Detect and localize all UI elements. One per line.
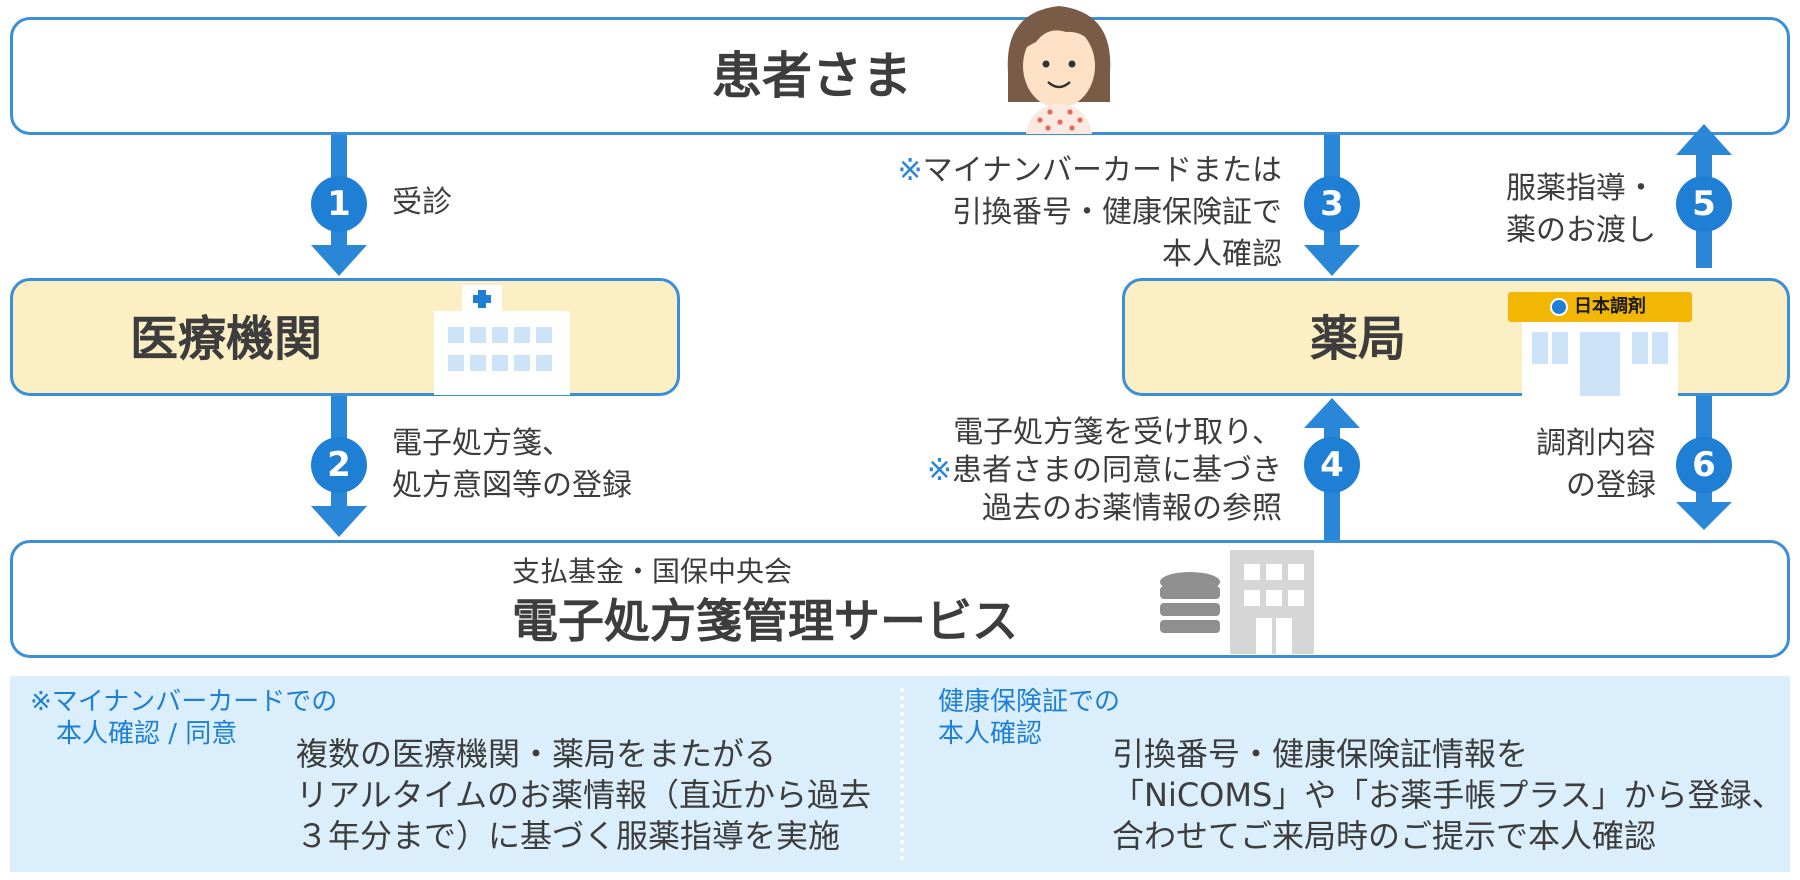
step-5-number: 5 bbox=[1676, 176, 1732, 232]
patient-box bbox=[10, 17, 1790, 135]
step-2-label-line-2: 処方意図等の登録 bbox=[392, 468, 632, 503]
arrow-5-head bbox=[1676, 124, 1732, 155]
notes-right-body-line-2: 「NiCOMS」や「お薬手帳プラス」から登録、 bbox=[1112, 776, 1784, 814]
notes-left-title-line-2: 本人確認 / 同意 bbox=[56, 719, 238, 749]
step-6-label-line-1: 調剤内容 bbox=[1536, 426, 1656, 461]
arrow-1-head bbox=[311, 245, 367, 276]
pharmacy-sign-text: 日本調剤 bbox=[1574, 296, 1646, 317]
notes-right-title-line-2: 本人確認 bbox=[938, 719, 1043, 749]
notes-right-body-line-3: 合わせてご来局時のご提示で本人確認 bbox=[1112, 817, 1657, 855]
notes-left-title-line-1: ※マイナンバーカードでの bbox=[30, 687, 338, 717]
notes-divider bbox=[900, 688, 904, 860]
notes-left-body-line-3: ３年分まで）に基づく服薬指導を実施 bbox=[296, 817, 841, 855]
arrow-2-head bbox=[311, 506, 367, 537]
step-4-number: 4 bbox=[1304, 437, 1360, 493]
pharmacy-window bbox=[1552, 332, 1568, 364]
step-4-label-line-3: 過去のお薬情報の参照 bbox=[982, 491, 1282, 526]
step-4-note-mark: ※ bbox=[926, 453, 952, 488]
notes-right-body-line-1: 引換番号・健康保険証情報を bbox=[1112, 735, 1529, 773]
hospital-building-icon bbox=[434, 285, 570, 395]
arrow-3-head bbox=[1304, 245, 1360, 276]
notes-right-title-line-1: 健康保険証での bbox=[938, 687, 1121, 717]
pharmacy-sign bbox=[1508, 292, 1692, 322]
patient-title: 患者さま bbox=[712, 47, 912, 105]
step-3-label-line-2: 引換番号・健康保険証で bbox=[952, 195, 1282, 230]
service-title: 電子処方箋管理サービス bbox=[512, 594, 1018, 648]
step-2-number: 2 bbox=[311, 437, 367, 493]
clinic-title: 医療機関 bbox=[130, 311, 323, 367]
service-subtitle: 支払基金・国保中央会 bbox=[512, 555, 793, 588]
notes-left-body-line-1: 複数の医療機関・薬局をまたがる bbox=[296, 735, 777, 773]
pharmacy-door bbox=[1580, 332, 1620, 396]
pharmacy-window bbox=[1652, 332, 1668, 364]
arrow-6-head bbox=[1676, 502, 1732, 530]
step-1-label: 受診 bbox=[392, 185, 452, 220]
step-3-number: 3 bbox=[1304, 176, 1360, 232]
step-3-note-mark: ※ bbox=[897, 153, 923, 188]
service-box bbox=[10, 540, 1790, 658]
step-4-label-text: 患者さまの同意に基づき bbox=[952, 453, 1282, 488]
step-1-number: 1 bbox=[311, 176, 367, 232]
pharmacy-window bbox=[1632, 332, 1648, 364]
pharmacy-window bbox=[1532, 332, 1548, 364]
step-5-label-line-1: 服薬指導・ bbox=[1506, 171, 1656, 206]
step-4-label-line-1: 電子処方箋を受け取り、 bbox=[953, 415, 1282, 450]
step-6-number: 6 bbox=[1676, 437, 1732, 493]
step-4-label-line-2: ※患者さまの同意に基づき bbox=[927, 450, 1282, 492]
database-server-icon bbox=[1160, 550, 1314, 654]
arrow-4-head bbox=[1304, 398, 1360, 428]
step-3-label-line-3: 本人確認 bbox=[1162, 237, 1282, 272]
step-2-label-line-1: 電子処方箋、 bbox=[392, 426, 572, 461]
patient-avatar-icon bbox=[1007, 6, 1111, 134]
step-5-label-line-2: 薬のお渡し bbox=[1506, 213, 1656, 248]
step-3-label-line-1: ※マイナンバーカードまたは bbox=[897, 150, 1282, 192]
step-3-label-text: マイナンバーカードまたは bbox=[922, 153, 1282, 188]
notes-left-body-line-2: リアルタイムのお薬情報（直近から過去 bbox=[296, 776, 872, 814]
pharmacy-title: 薬局 bbox=[1310, 311, 1407, 367]
pharmacy-building-icon: 日本調剤 bbox=[1508, 290, 1692, 396]
step-6-label-line-2: の登録 bbox=[1566, 468, 1656, 503]
pharmacy-sign-logo-icon bbox=[1550, 298, 1568, 316]
